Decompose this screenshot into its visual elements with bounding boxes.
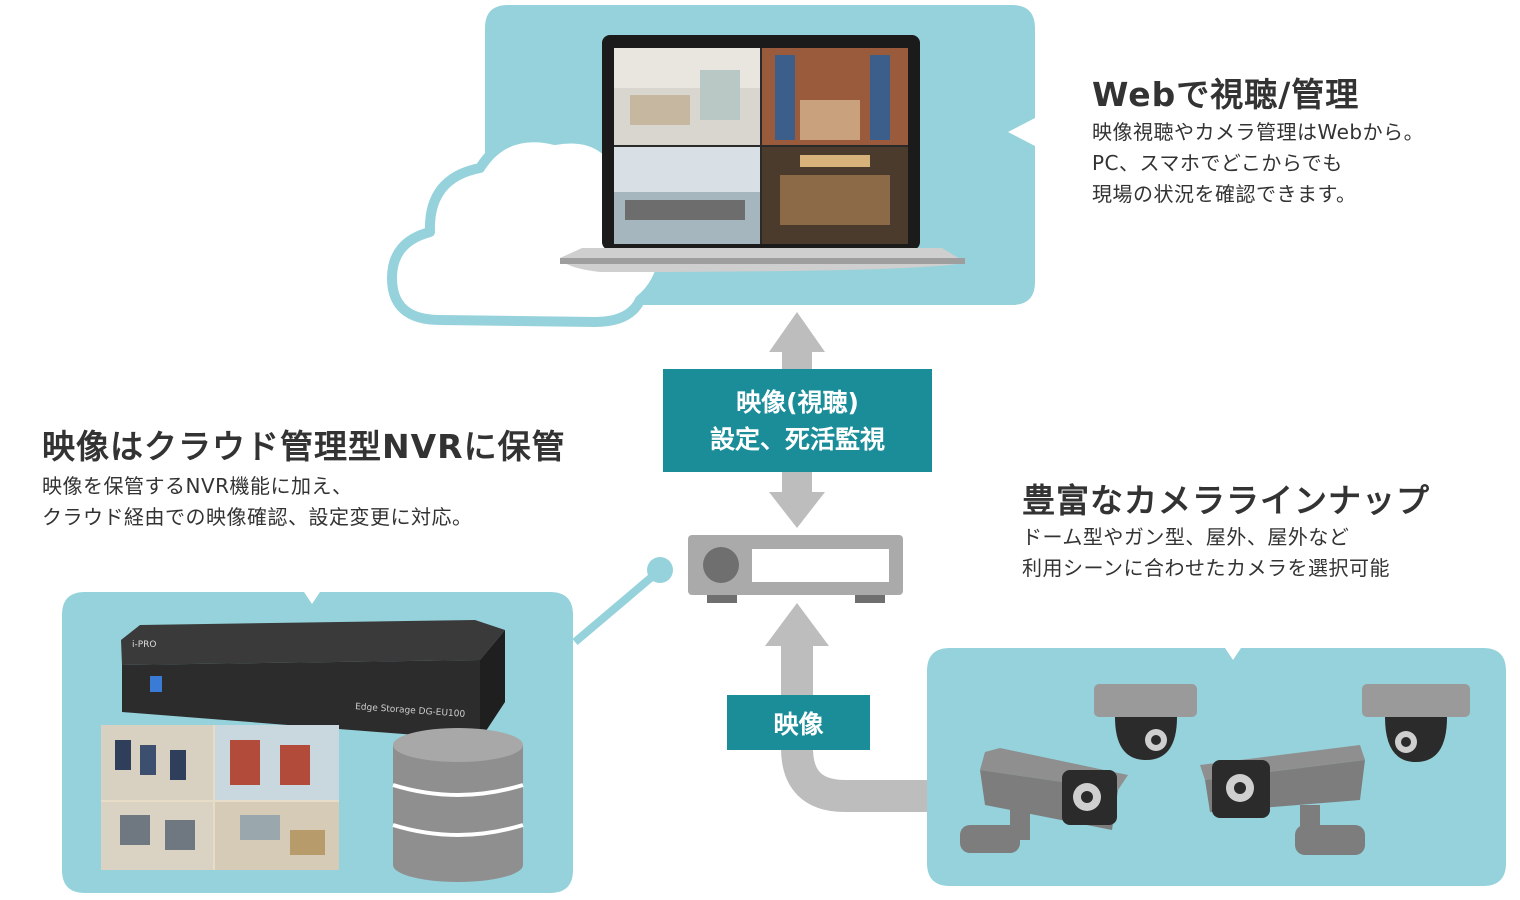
dome-camera-icon [1094,684,1197,760]
dome-camera-icon [1362,684,1470,762]
nvr-brand-label: i-PRO [132,640,157,650]
database-icon [392,728,524,882]
nvr-recorder-icon [688,535,903,603]
bullet-camera-icon [960,748,1128,853]
laptop-icon [560,35,965,272]
web-section-description: 映像視聴やカメラ管理はWebから。 PC、スマホでどこからでも 現場の状況を確認… [1092,120,1425,206]
bullet-camera-icon [1200,745,1365,855]
web-section-title: Webで視聴/管理 [1092,75,1360,114]
upper-flow-label: 映像(視聴) 設定、死活監視 [663,369,932,472]
upper-double-arrow [769,312,825,528]
connector-line [572,557,673,646]
nvr-section-description: 映像を保管するNVR機能に加え、 クラウド経由での映像確認、設定変更に対応。 [42,474,473,529]
workplace-illustration [101,725,339,870]
lower-flow-label: 映像 [727,695,870,750]
nvr-device-photo [121,620,505,740]
cloud-icon [387,132,670,327]
camera-section-title: 豊富なカメララインナップ [1022,481,1430,520]
camera-section-description: ドーム型やガン型、屋外、屋外など 利用シーンに合わせたカメラを選択可能 [1022,525,1390,580]
nvr-section-title: 映像はクラウド管理型NVRに保管 [42,427,566,466]
